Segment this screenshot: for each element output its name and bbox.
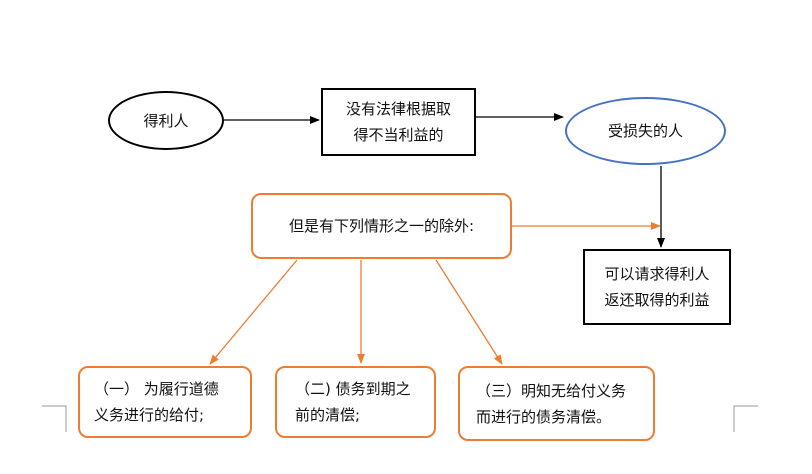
node-exception-label: 但是有下列情形之一的除外:: [288, 217, 475, 235]
node-exception: 但是有下列情形之一的除外:: [251, 193, 512, 259]
node-beneficiary: 得利人: [108, 91, 224, 150]
node-claim: 可以请求得利人 返还取得的利益: [583, 249, 731, 325]
node-case2-line2: 前的清偿;: [295, 406, 361, 424]
node-case3: （三）明知无给付义务 而进行的债务清偿。: [458, 366, 655, 441]
node-case1-line1: （一） 为履行道德: [94, 380, 219, 398]
node-claim-line2: 返还取得的利益: [604, 291, 710, 309]
node-case1-line2: 义务进行的给付;: [94, 406, 205, 424]
page-corner-mark-left: [42, 405, 67, 432]
node-case1: （一） 为履行道德 义务进行的给付;: [78, 366, 252, 438]
node-injured-party-label: 受损失的人: [607, 122, 683, 140]
node-no-legal-basis: 没有法律根据取 得不当利益的: [321, 88, 476, 156]
node-no-legal-basis-line2: 得不当利益的: [353, 126, 444, 144]
node-injured-party: 受损失的人: [565, 97, 726, 165]
node-beneficiary-label: 得利人: [143, 111, 189, 130]
node-case2: （二) 债务到期之 前的清偿;: [275, 366, 436, 438]
node-no-legal-basis-line1: 没有法律根据取: [345, 100, 451, 118]
node-claim-line1: 可以请求得利人: [604, 265, 710, 283]
page-corner-mark-right: [733, 405, 758, 432]
node-case3-line2: 而进行的债务清偿。: [476, 407, 612, 426]
node-case2-line1: （二) 债务到期之: [295, 380, 411, 398]
arrow-exception-to-case1: [209, 259, 298, 365]
arrow-exception-to-case3: [435, 259, 503, 365]
node-case3-line1: （三）明知无给付义务: [476, 381, 627, 400]
